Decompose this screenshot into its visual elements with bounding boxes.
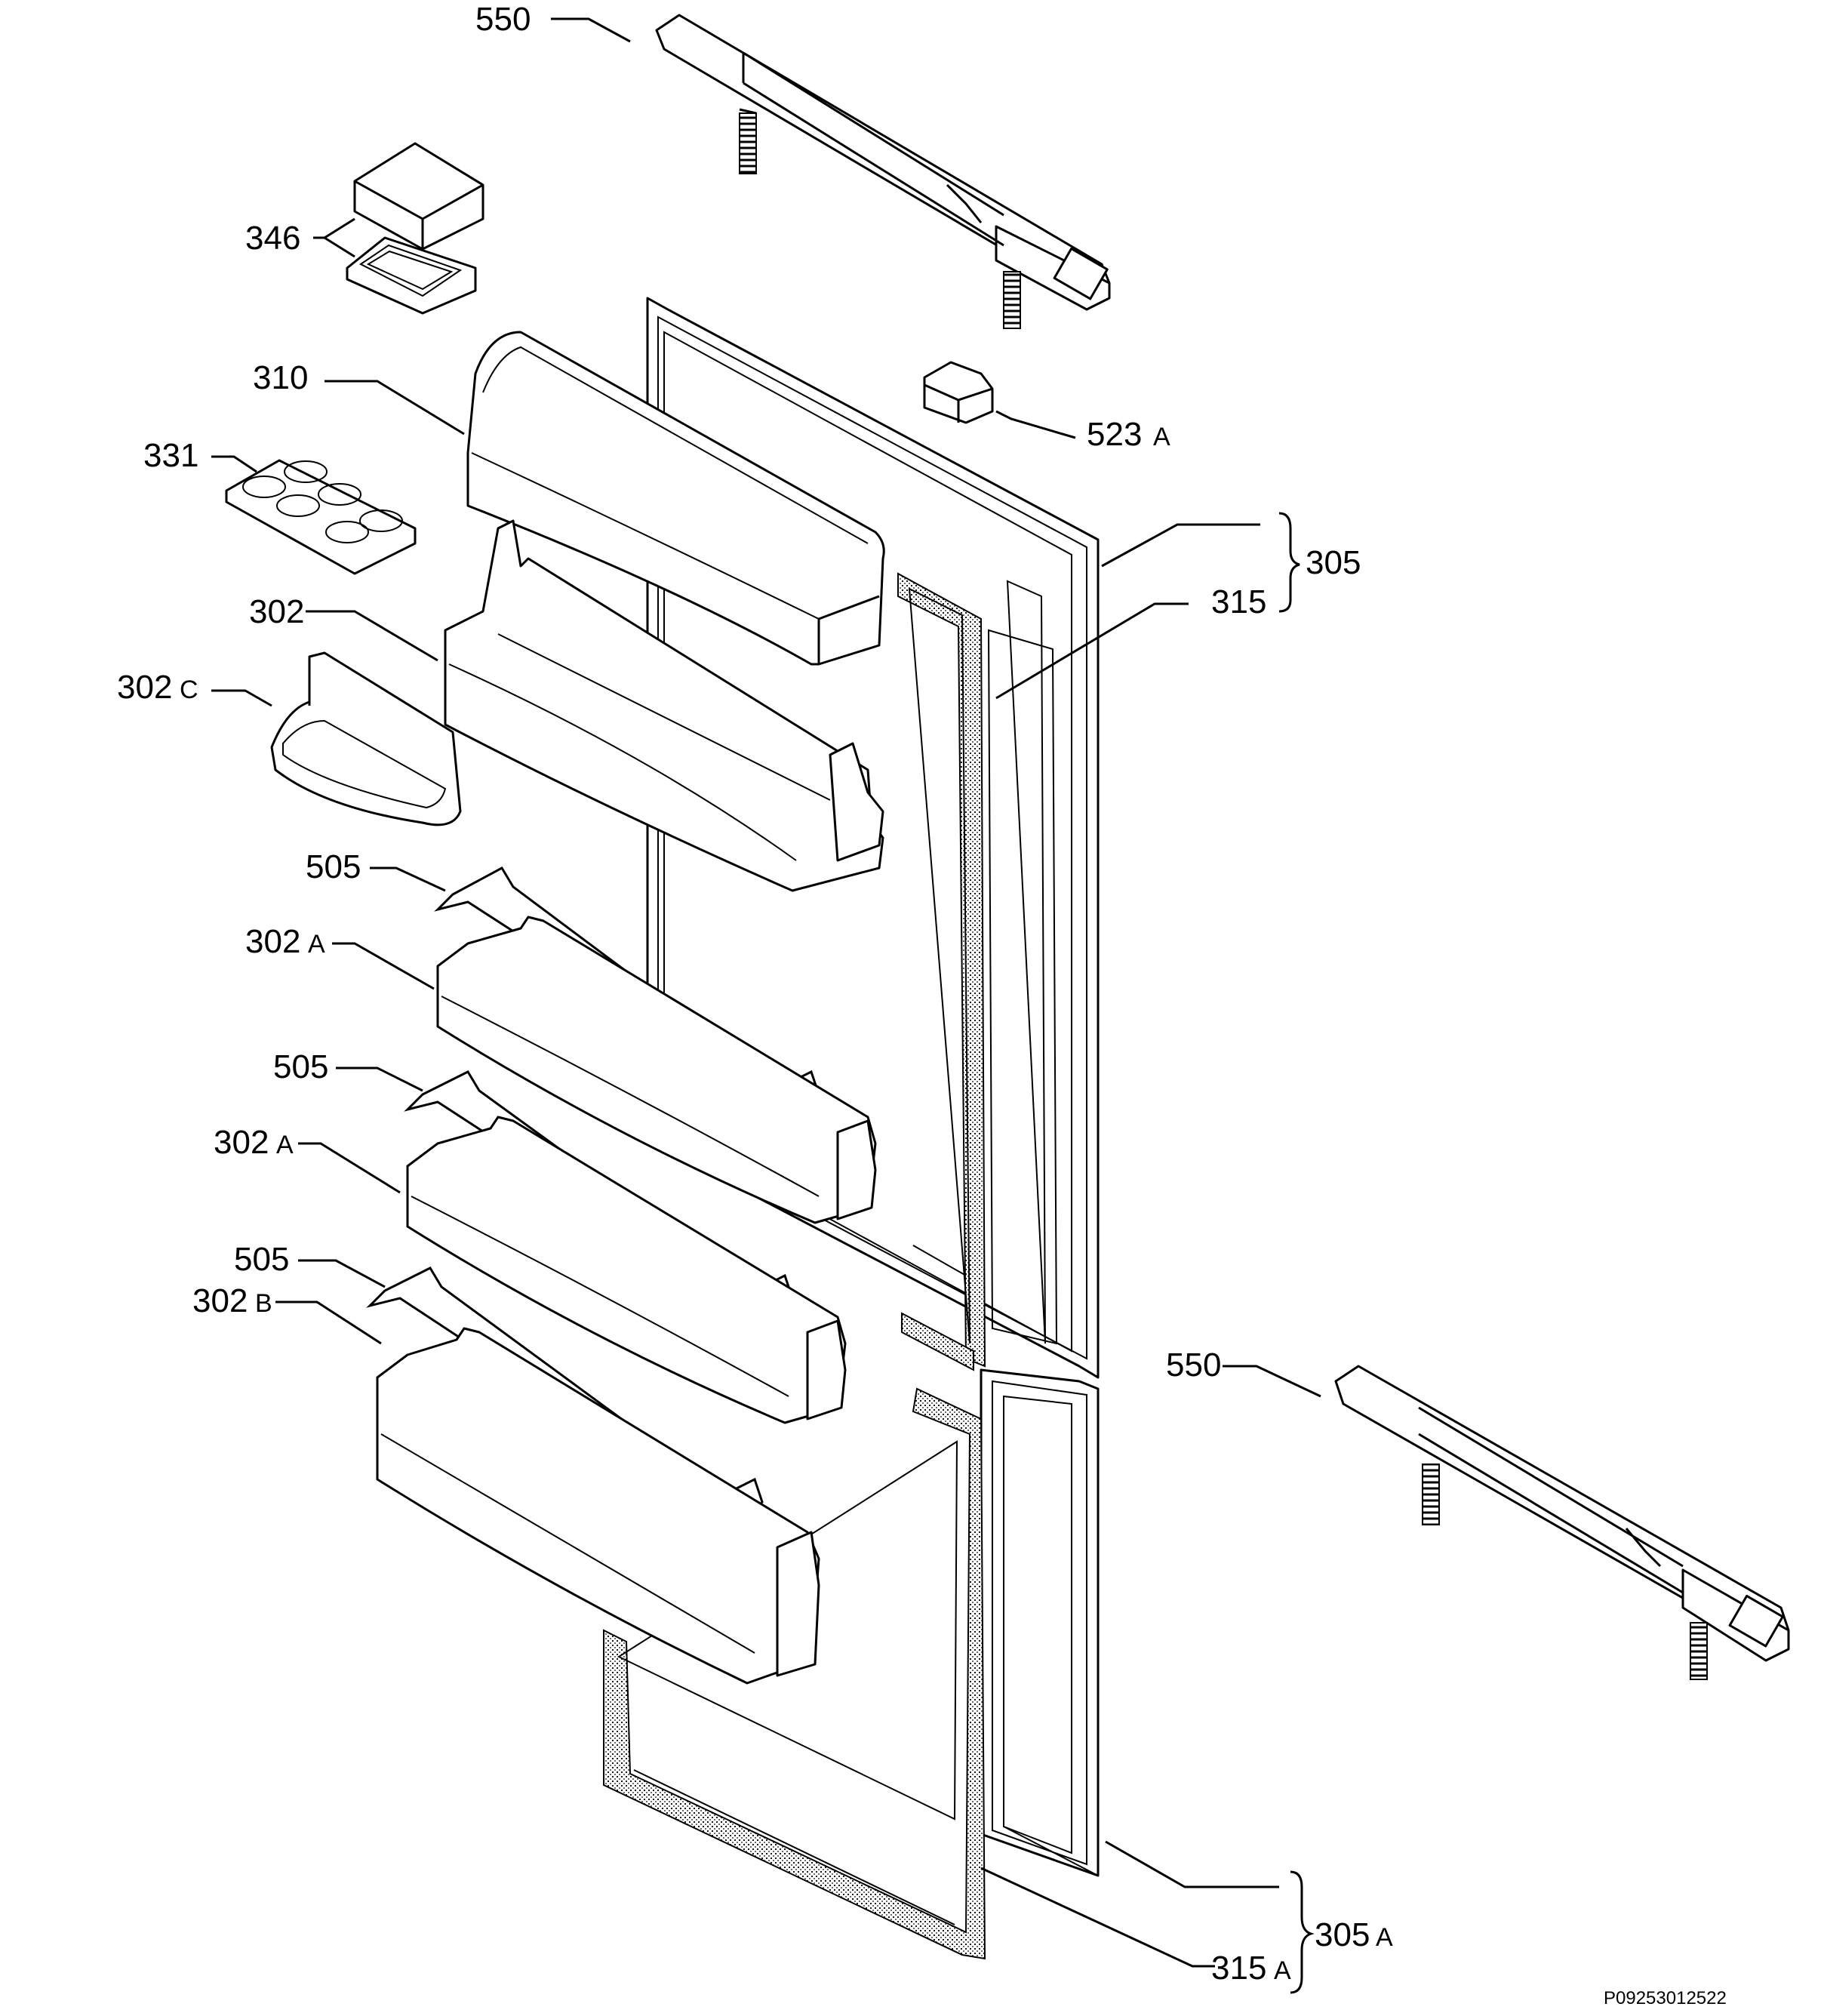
label-331: 331: [143, 437, 198, 474]
label-302a-1-suffix: A: [308, 930, 325, 959]
label-302a-2: 302: [214, 1124, 269, 1161]
leader-lines: [211, 17, 1321, 1968]
label-302: 302: [249, 593, 304, 630]
label-302c-suffix: C: [180, 676, 198, 704]
label-302c: 302: [117, 669, 172, 706]
label-315: 315: [1211, 583, 1266, 620]
label-302b-suffix: B: [255, 1289, 272, 1318]
label-346: 346: [245, 220, 300, 257]
handle-550-top: [655, 14, 1111, 329]
part-302b-shelf: [376, 1327, 820, 1685]
part-302a-shelf-2: [406, 1116, 847, 1424]
part-302a-shelf-1: [436, 916, 877, 1224]
label-550-top: 550: [475, 1, 531, 38]
part-523a-clip: [923, 361, 994, 424]
label-305: 305: [1306, 544, 1361, 581]
lower-door-panel: [603, 1368, 1100, 1960]
label-550-bottom: 550: [1166, 1347, 1221, 1383]
label-505-2: 505: [273, 1048, 328, 1085]
label-302a-1: 302: [245, 923, 300, 960]
label-523-suffix: A: [1153, 423, 1170, 451]
brace-305a: [1290, 1870, 1315, 1994]
label-302b: 302: [192, 1282, 248, 1319]
part-346-cover: [353, 142, 484, 251]
label-523: 523: [1087, 416, 1142, 453]
part-302c-cup: [270, 651, 462, 826]
part-310-dairy-cover: [466, 331, 885, 666]
part-302-shelf: [444, 519, 884, 892]
label-302a-2-suffix: A: [276, 1131, 294, 1159]
part-346-frame: [346, 236, 477, 315]
label-315a-suffix: A: [1274, 1956, 1291, 1985]
label-505-3: 505: [234, 1241, 289, 1278]
label-305a-suffix: A: [1376, 1923, 1393, 1952]
label-315a: 315: [1211, 1950, 1266, 1987]
brace-305: [1278, 512, 1300, 613]
part-331-egg-tray: [225, 459, 417, 575]
label-305a: 305: [1315, 1916, 1370, 1953]
handle-550-bottom: [1334, 1365, 1790, 1680]
label-310: 310: [253, 359, 308, 396]
reference-code: P09253012522: [1604, 1988, 1727, 2008]
label-505-1: 505: [306, 848, 361, 885]
